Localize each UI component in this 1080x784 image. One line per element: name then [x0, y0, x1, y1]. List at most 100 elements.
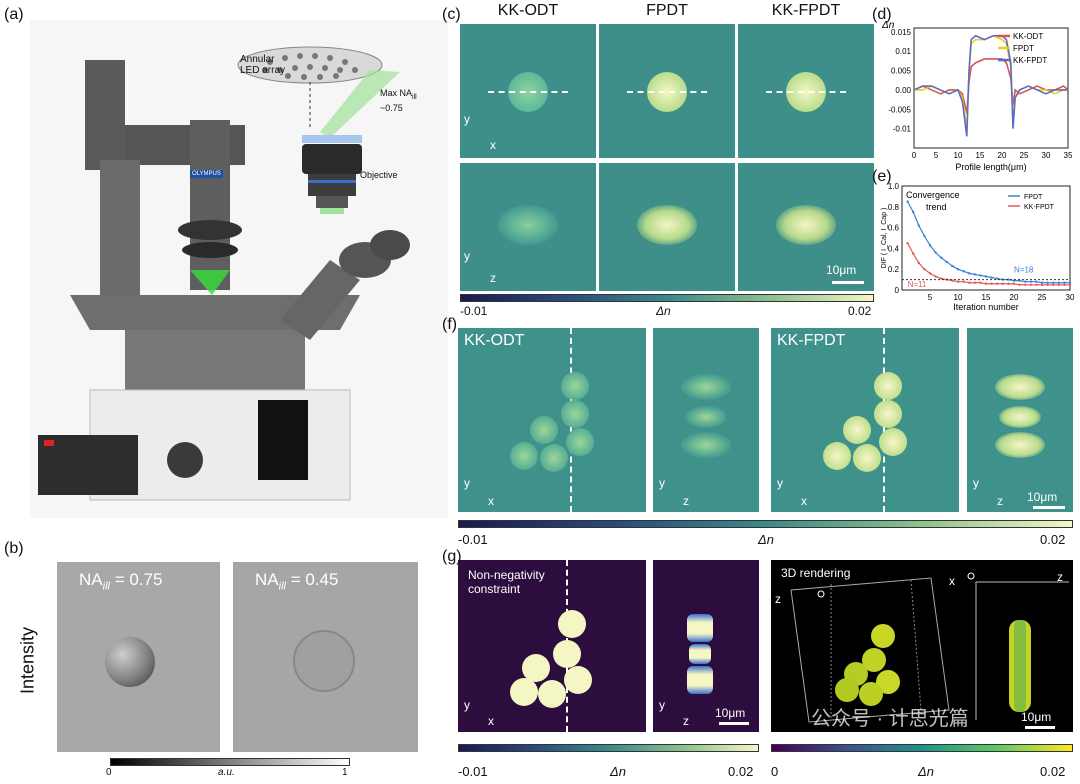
y-tick-label: 0.005: [891, 67, 912, 76]
g-constraint-1: Non-negativity: [468, 568, 545, 582]
c-yz-kkfpdt: 10μm: [738, 163, 874, 291]
data-point: [1046, 283, 1049, 286]
x-tick-label: 10: [954, 151, 963, 160]
panel-label-f: (f): [442, 316, 458, 333]
f-yz-kkfpdt-blob-1: [995, 374, 1045, 400]
x-tick-label: 25: [1038, 293, 1047, 302]
objective-label: Objective: [360, 170, 398, 180]
led-array-label-1: Annular: [240, 54, 275, 65]
x-tick-label: 20: [1010, 293, 1019, 302]
c-title-2: FPDT: [646, 2, 688, 19]
b-tile-1-label: NAill = 0.75: [79, 570, 162, 592]
g-scalebar-2: [1025, 726, 1055, 729]
data-point: [917, 261, 920, 265]
panel-label-e: (e): [872, 168, 892, 185]
data-point: [934, 251, 937, 254]
c-yz-kkodt-z: z: [490, 271, 496, 285]
b-cb-max: 1: [342, 767, 348, 778]
data-point: [968, 272, 971, 275]
b-tile-1-na: NA: [79, 570, 103, 589]
data-point: [940, 277, 943, 280]
g-3d-rendering: 3D rendering z x z 10μm 公众号 · 计思光篇: [771, 560, 1073, 732]
g-constraint-2: constraint: [468, 582, 521, 596]
f-xy-kkfpdt: KK-FPDT y x: [771, 328, 959, 512]
data-point: [928, 272, 932, 275]
c-xy-fpdt-line: [627, 91, 707, 93]
c-yz-fpdt: [599, 163, 735, 291]
b-tile-2-label: NAill = 0.45: [255, 570, 338, 592]
data-point: [923, 268, 926, 271]
b-tile-1-val: = 0.75: [109, 570, 163, 589]
x-tick-label: 0: [912, 151, 917, 160]
data-point: [912, 252, 915, 255]
f-kkodt-bead-6: [540, 444, 568, 472]
f-xy-kkfpdt-y: y: [777, 476, 783, 490]
f-colorbar: [458, 520, 1073, 528]
c-yz-kkodt-blob: [498, 205, 558, 245]
g-cb2-min: 0: [771, 764, 779, 779]
data-point: [1035, 283, 1038, 286]
data-point: [1029, 283, 1032, 286]
c-xy-kkfpdt-line: [766, 91, 846, 93]
data-point: [934, 275, 937, 278]
f-kkfpdt-bead-3: [843, 416, 871, 444]
g-bead-1: [558, 610, 586, 638]
panel-label-g: (g): [442, 548, 462, 565]
c-yz-kkodt: y z: [460, 163, 596, 291]
data-point: [990, 276, 993, 279]
f-xy-kkodt-y: y: [464, 476, 470, 490]
f-cb-label: Δn: [758, 532, 774, 547]
b-colorbar: [110, 758, 350, 766]
max-na-label: Max NAill ~0.75: [380, 88, 417, 114]
g-scale-label-1: 10μm: [715, 706, 746, 720]
data-point: [996, 277, 999, 280]
data-point: [979, 281, 982, 284]
y-tick-label: 0.6: [888, 224, 900, 233]
series-line-kk-odt: [913, 58, 1069, 114]
data-point: [1052, 281, 1055, 284]
g-3d-x: x: [949, 574, 955, 588]
g-bead-6: [538, 680, 566, 708]
c-xy-kkodt-x: x: [490, 138, 496, 152]
f-kkfpdt-bead-4: [879, 428, 907, 456]
c-scale-label: 10μm: [826, 263, 857, 277]
g-yz-blob-2: [689, 644, 711, 664]
g-rendering-label: 3D rendering: [781, 566, 851, 580]
data-point: [956, 280, 960, 283]
x-tick-label: 30: [1042, 151, 1051, 160]
g-watermark: 公众号 · 计思光篇: [811, 708, 969, 730]
g-bead-4: [564, 666, 592, 694]
g-cb2-max: 0.02: [1040, 764, 1066, 779]
b-cb-label: a.u.: [218, 767, 235, 778]
panel-label-d: (d): [872, 6, 892, 23]
y-tick-label: 0.2: [888, 265, 900, 274]
f-kkodt-bead-2: [561, 400, 589, 428]
g-xy-x: x: [488, 714, 494, 728]
c-title-1: KK-ODT: [497, 2, 559, 19]
data-point: [990, 282, 993, 285]
data-point: [973, 273, 976, 276]
data-point: [1007, 278, 1010, 281]
data-point: [940, 256, 943, 259]
data-point: [1068, 281, 1072, 284]
f-yz-kkfpdt-y: y: [973, 476, 979, 490]
data-point: [928, 244, 932, 247]
g-yz-y: y: [659, 698, 665, 712]
g-yz-constraint: y z 10μm: [653, 560, 759, 732]
f-xy-kkodt-title: KK-ODT: [464, 332, 525, 349]
y-tick-label: 0: [895, 286, 900, 295]
f-xy-kkodt-x: x: [488, 494, 494, 508]
legend-label: FPDT: [1024, 194, 1043, 201]
f-xy-kkfpdt-x: x: [801, 494, 807, 508]
f-xy-kkfpdt-title: KK-FPDT: [777, 332, 846, 349]
c-cb-max: 0.02: [848, 304, 872, 318]
b-tile-2-sub: ill: [278, 580, 286, 593]
data-point: [1024, 283, 1027, 286]
x-tick-label: 5: [934, 151, 939, 160]
f-cb-max: 0.02: [1040, 532, 1066, 547]
data-point: [973, 281, 976, 284]
e-n18-label: N=18: [1014, 265, 1034, 274]
c-xy-kkodt: y x: [460, 24, 596, 158]
e-xlabel: Iteration number: [953, 302, 1019, 312]
